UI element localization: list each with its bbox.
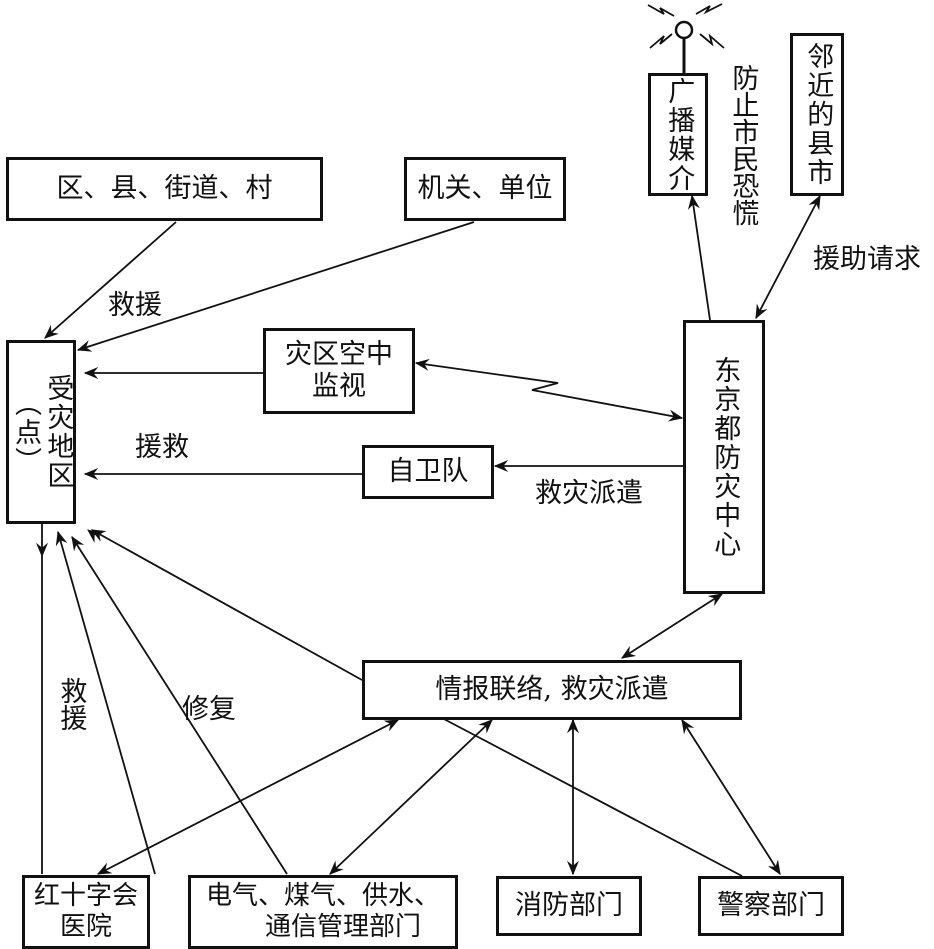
node-neighbors: 邻近的县市 [790,33,844,196]
node-red-cross-line2: 医院 [59,912,112,942]
node-aerial: 灾区空中 监视 [263,328,415,414]
node-sdf-label: 自卫队 [387,455,469,487]
arrow-center-neighbors [755,194,821,320]
node-sdf: 自卫队 [362,445,494,499]
arrow-agencies-to-area [76,221,475,352]
node-aerial-line1: 灾区空中 [285,338,393,370]
signal-wave [649,33,673,49]
node-district-label: 区、县、街道、村 [56,172,273,204]
node-agencies: 机关、单位 [404,157,566,221]
edge-label-rescue-sdf: 援救 [135,432,189,463]
edge-label-dispatch: 救灾派遣 [535,478,643,509]
arrow-info-utilities [329,719,493,875]
line-police-to-info [441,717,743,877]
edge-label-help-request: 援助请求 [813,244,921,275]
arrow-center-to-broadcast [687,194,711,321]
arrow-center-info [620,593,724,659]
node-fire: 消防部门 [496,876,642,936]
signal-wave [695,3,723,15]
signal-wave [647,4,675,17]
node-district: 区、县、街道、村 [6,157,323,221]
arrow-info-to-area [90,529,363,681]
edge-label-repair: 修复 [182,694,236,725]
node-red-cross-line1: 红十字会 [33,880,138,911]
node-info-label: 情报联络, 救灾派遣 [435,673,669,705]
node-utilities-line2: 通信管理部门 [264,912,421,942]
node-broadcast: 广播媒介 [648,73,708,196]
node-tokyo-center: 东京都防灾中心 [683,320,765,594]
node-broadcast-label: 广播媒介 [663,76,695,193]
signal-wave [699,33,725,49]
node-agencies-label: 机关、单位 [417,172,553,204]
arrow-utilities2-to-area [71,535,288,875]
arrow-info-police [681,718,781,876]
node-disaster-area: 受灾地区（点） [6,340,76,524]
node-police: 警察部门 [698,876,844,936]
node-disaster-area-label: 受灾地区（点） [10,374,74,490]
node-tokyo-center-label: 东京都防灾中心 [709,355,741,559]
antenna-head [674,20,694,40]
node-info: 情报联络, 救灾派遣 [362,660,742,720]
edge-label-prevent-panic: 防止市民恐慌 [727,64,759,226]
node-aerial-line2: 监视 [312,371,366,402]
edge-label-rescue-top: 救援 [108,290,162,321]
node-utilities: 电气、煤气、供水、 通信管理部门 [188,875,458,949]
node-utilities-line1: 电气、煤气、供水、 [205,880,440,911]
node-police-label: 警察部门 [717,889,825,921]
node-red-cross: 红十字会 医院 [22,875,150,949]
radio-link-aerial-center [414,358,684,422]
arrow-district-to-area [44,221,177,339]
node-fire-label: 消防部门 [515,889,623,921]
node-neighbors-label: 邻近的县市 [802,42,834,187]
edge-label-rescue-left: 救援 [55,677,87,731]
